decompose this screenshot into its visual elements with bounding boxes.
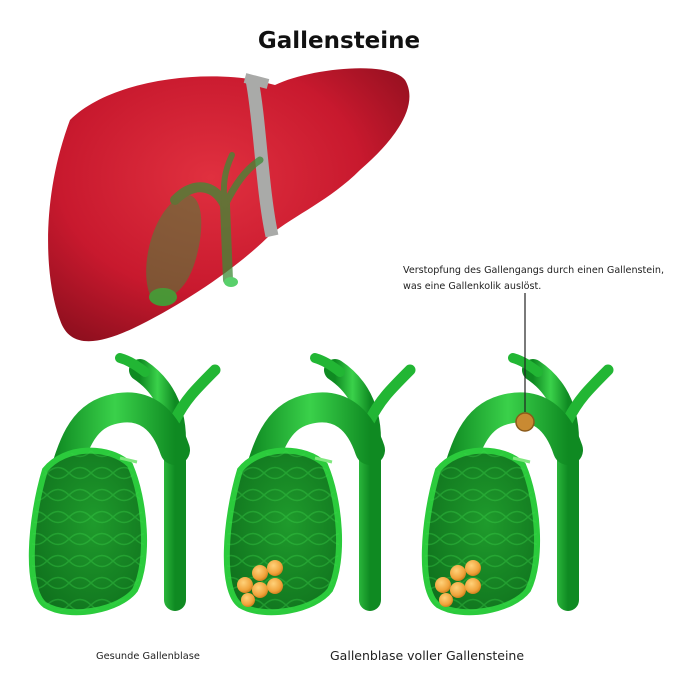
gallbladder-with-stones [227,358,410,612]
blockage-annotation: Verstopfung des Gallengangs durch einen … [403,263,673,295]
annotation-line-1: Verstopfung des Gallengangs durch einen … [403,265,664,276]
blocking-gallstone [515,412,535,432]
caption-healthy: Gesunde Gallenblase [96,651,200,662]
gallstones [435,560,481,607]
annotation-line-2: was eine Gallenkolik auslöst. [403,281,542,292]
healthy-gallbladder [32,358,215,612]
liver-gallbladder [146,152,264,306]
gallstones [237,560,283,607]
diagram-title: Gallensteine [257,28,421,54]
caption-stones: Gallenblase voller Gallensteine [330,648,525,663]
gallbladder-with-blocked-duct [425,358,608,612]
